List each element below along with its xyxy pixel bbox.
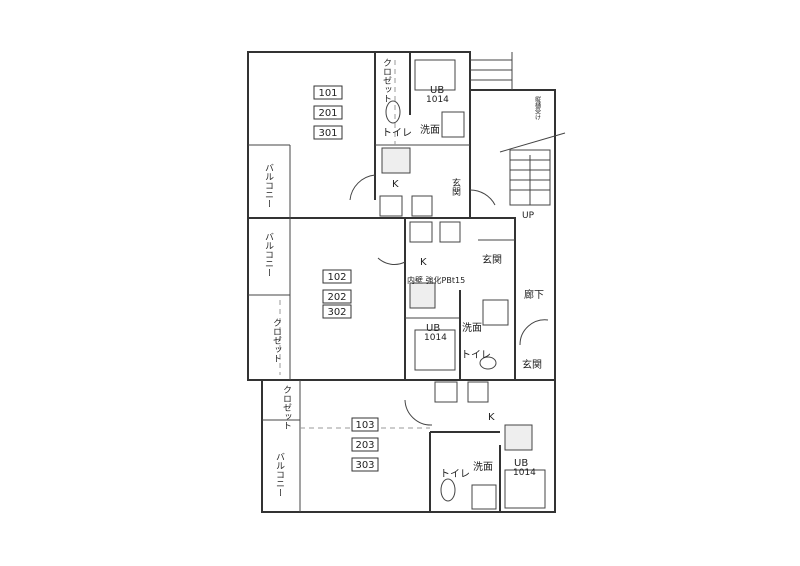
bath-label: UB bbox=[514, 458, 528, 469]
room-number: 101 bbox=[318, 88, 337, 99]
balcony-label: バルコニー bbox=[263, 232, 274, 277]
washroom-label: 洗面 bbox=[462, 322, 482, 334]
unit-1: 101 201 301 クロゼット UB 1014 トイレ 洗面 K 玄関 バル… bbox=[263, 58, 461, 208]
toilet bbox=[440, 478, 456, 502]
kitchen-label: K bbox=[488, 412, 495, 423]
bathtub bbox=[414, 329, 456, 371]
bath-label: UB bbox=[430, 85, 444, 96]
unit-2: 102 202 302 K 内壁 強化PBt15 玄関 洗面 UB 1014 ト… bbox=[263, 232, 502, 363]
room-number: 203 bbox=[355, 440, 374, 451]
room-number: 201 bbox=[318, 108, 337, 119]
room-number: 303 bbox=[355, 460, 374, 471]
bath-size: 1014 bbox=[424, 333, 447, 343]
fixtures bbox=[349, 59, 549, 510]
stairs-up-label: UP bbox=[522, 211, 535, 221]
toilet bbox=[479, 356, 497, 370]
closet-label: クロゼット bbox=[271, 318, 282, 363]
room-number: 102 bbox=[327, 272, 346, 283]
bathtub bbox=[504, 469, 546, 509]
unit-3: 103 203 303 K 洗面 トイレ UB 1014 クロゼット バルコニー bbox=[274, 385, 536, 497]
toilet-label: トイレ bbox=[440, 469, 470, 480]
entrance-label: 玄関 bbox=[450, 177, 461, 197]
room-number: 103 bbox=[355, 420, 374, 431]
room-number: 302 bbox=[327, 307, 346, 318]
toilet bbox=[385, 100, 401, 124]
toilet-label: トイレ bbox=[461, 350, 491, 361]
room-number: 301 bbox=[318, 128, 337, 139]
toilet-label: トイレ bbox=[382, 128, 412, 139]
balcony-label: バルコニー bbox=[263, 163, 274, 208]
bath-size: 1014 bbox=[513, 468, 536, 478]
kitchen-label: K bbox=[392, 179, 399, 190]
entrance-label: 玄関 bbox=[482, 253, 502, 266]
washroom-label: 洗面 bbox=[473, 461, 493, 473]
balcony-label: バルコニー bbox=[274, 452, 285, 497]
bath-label: UB bbox=[426, 323, 440, 334]
walls bbox=[247, 51, 556, 513]
wall-note: 内壁 強化PBt15 bbox=[407, 275, 465, 285]
common-area: 廊下 玄関 UP 縦樋受け bbox=[522, 95, 544, 371]
corridor-label: 廊下 bbox=[524, 288, 544, 301]
washroom-label: 洗面 bbox=[420, 124, 440, 136]
stairs bbox=[470, 52, 566, 206]
room-number: 202 bbox=[327, 292, 346, 303]
bathtub bbox=[414, 59, 456, 91]
kitchen-label: K bbox=[420, 257, 427, 268]
closet-label: クロゼット bbox=[381, 58, 392, 103]
bath-size: 1014 bbox=[426, 95, 449, 105]
entrance-label: 玄関 bbox=[522, 358, 542, 371]
downspout-label: 縦樋受け bbox=[534, 95, 541, 121]
closet-label: クロゼット bbox=[281, 385, 292, 430]
